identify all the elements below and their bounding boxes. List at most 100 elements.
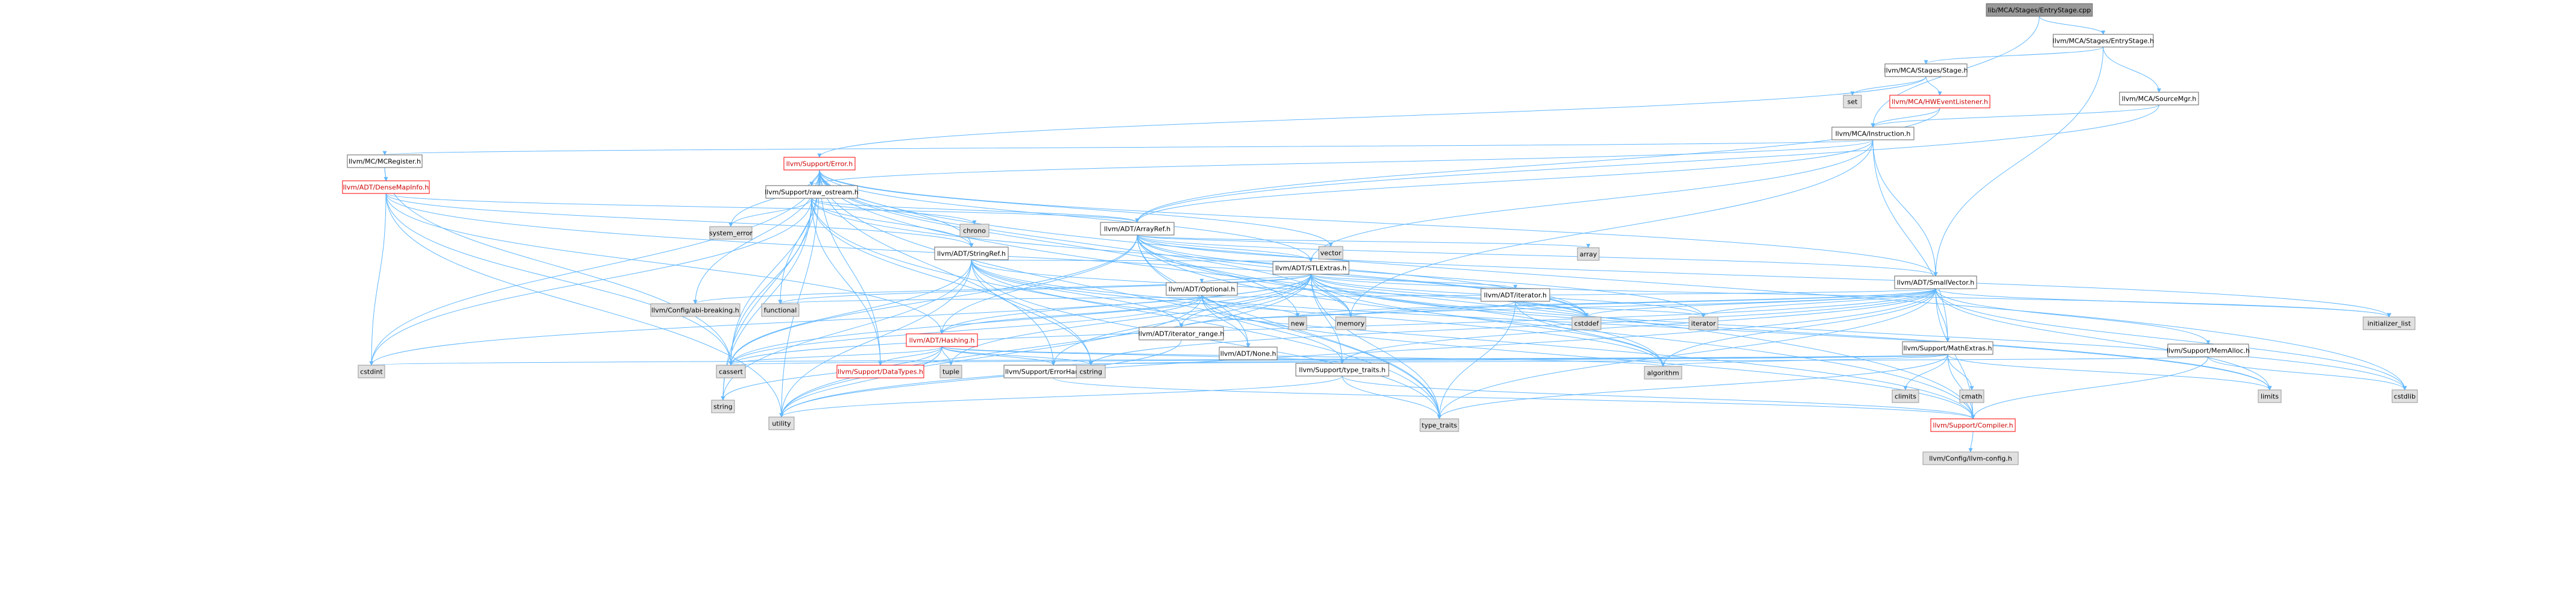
node-box	[959, 224, 990, 237]
node-error-h[interactable]: llvm/Support/Error.h	[783, 157, 856, 171]
edge-iterator_h-to-cstddef	[1515, 301, 1589, 318]
node-box	[768, 416, 795, 430]
node-label: llvm/MC/MCRegister.h	[349, 158, 421, 166]
edge-arrayref_h-to-stlextras_h	[1137, 234, 1313, 262]
edge-arrayref_h-to-vector	[1137, 234, 1333, 247]
edge-raw_ostream_h-to-type_traits	[811, 198, 1442, 419]
node-hweventlistener-h[interactable]: llvm/MCA/HWEventListener.h	[1889, 95, 1990, 108]
node-densemapinfo-h[interactable]: llvm/ADT/DenseMapInfo.h	[342, 180, 430, 194]
node-cstring: cstring	[1076, 365, 1106, 378]
node-memalloc-h[interactable]: llvm/Support/MemAlloc.h	[2167, 343, 2250, 357]
node-set: set	[1843, 95, 1862, 108]
node-label: llvm/MCA/Instruction.h	[1836, 130, 1911, 138]
edge-stlextras_h-to-type_traits_h	[1310, 274, 1345, 364]
node-label: vector	[1321, 249, 1342, 257]
node-label: new	[1291, 320, 1305, 328]
node-box	[783, 157, 856, 171]
edge-arrayref_h-to-array	[1137, 234, 1591, 248]
edge-mathextras_h-to-cmath	[1947, 354, 1974, 391]
node-label: llvm/ADT/Hashing.h	[909, 337, 975, 345]
edge-stlextras_h-to-iterator_h	[1310, 274, 1518, 289]
node-hashing-h[interactable]: llvm/ADT/Hashing.h	[906, 333, 978, 347]
node-iterator-range-h[interactable]: llvm/ADT/iterator_range.h	[1138, 327, 1224, 340]
node-compiler-h[interactable]: llvm/Support/Compiler.h	[1930, 418, 2016, 432]
edge-mathextras_h-to-type_traits	[1437, 354, 1948, 419]
node-label: set	[1848, 98, 1858, 106]
edge-smallvector_h-to-memalloc_h	[1935, 288, 2211, 345]
node-stringref-h[interactable]: llvm/ADT/StringRef.h	[934, 246, 1009, 260]
node-string: string	[711, 400, 735, 413]
edge-hashing_h-to-string	[721, 346, 942, 401]
edge-hashing_h-to-errorhandling_h	[941, 346, 1056, 366]
node-iterator-h[interactable]: llvm/ADT/iterator.h	[1480, 288, 1550, 302]
node-box	[347, 154, 423, 168]
node-label: initializer_list	[2367, 320, 2411, 328]
node-arrayref-h[interactable]: llvm/ADT/ArrayRef.h	[1100, 222, 1175, 236]
edge-arrayref_h-to-smallvector_h	[1137, 234, 1938, 277]
node-cstdlib: cstdlib	[2391, 389, 2418, 403]
node-label: llvm/ADT/StringRef.h	[937, 250, 1006, 258]
node-label: llvm/Config/llvm-config.h	[1929, 455, 2012, 463]
node-label: memory	[1337, 320, 1365, 328]
node-label: llvm/MCA/SourceMgr.h	[2122, 95, 2197, 103]
node-label: cstring	[1079, 368, 1102, 376]
node-box	[1480, 288, 1550, 302]
node-box	[1419, 418, 1459, 432]
edge-stage_h-to-hweventlistener_h	[1925, 76, 1942, 96]
edge-error_h-to-vector	[819, 169, 1333, 247]
edge-smallvector_h-to-type_traits	[1437, 288, 1936, 419]
node-stlextras-h[interactable]: llvm/ADT/STLExtras.h	[1272, 261, 1350, 275]
node-instruction-h[interactable]: llvm/MCA/Instruction.h	[1831, 127, 1915, 140]
node-raw-ostream-h[interactable]: llvm/Support/raw_ostream.h	[765, 185, 859, 199]
edge-stringref_h-to-iterator_range_h	[971, 259, 1184, 328]
node-box	[342, 180, 430, 194]
node-label: llvm/Support/Compiler.h	[1933, 422, 2013, 430]
edge-stlextras_h-to-optional_h	[1199, 274, 1312, 283]
node-cstdint: cstdint	[358, 365, 385, 378]
edge-type_traits_h-to-compiler_h	[1342, 375, 1975, 419]
node-label: llvm/Support/type_traits.h	[1299, 366, 1385, 374]
node-entrystage-h[interactable]: llvm/MCA/Stages/EntryStage.h	[2053, 34, 2154, 48]
edge-errorhandling_h-to-compiler_h	[1053, 377, 1975, 419]
edge-raw_ostream_h-to-cassert	[728, 198, 812, 366]
node-box	[1894, 275, 1977, 289]
edge-hashing_h-to-cassert	[728, 346, 942, 366]
node-label: limits	[2261, 393, 2279, 401]
edge-smallvector_h-to-memory	[1348, 288, 1936, 318]
edge-smallvector_h-to-cassert	[728, 288, 1936, 366]
node-label: algorithm	[1647, 369, 1679, 377]
node-box	[2053, 34, 2154, 48]
node-box	[1892, 389, 1919, 403]
node-label: llvm/Support/raw_ostream.h	[765, 189, 859, 196]
node-box	[939, 365, 962, 378]
edge-instruction_h-to-stlextras_h	[1309, 139, 1874, 262]
edge-optional_h-to-hashing_h	[939, 295, 1202, 334]
node-mathextras-h[interactable]: llvm/Support/MathExtras.h	[1902, 341, 1994, 355]
node-optional-h[interactable]: llvm/ADT/Optional.h	[1166, 282, 1238, 296]
node-box	[1644, 366, 1682, 380]
node-stage-h[interactable]: llvm/MCA/Stages/Stage.h	[1884, 63, 1968, 77]
node-label: cassert	[719, 368, 743, 376]
node-box	[1843, 95, 1862, 108]
node-box	[934, 246, 1009, 260]
edge-raw_ostream_h-to-cstddef	[811, 198, 1589, 318]
node-type-traits-h[interactable]: llvm/Support/type_traits.h	[1295, 363, 1389, 377]
edge-stlextras_h-to-hashing_h	[939, 274, 1312, 334]
node-mcregister-h[interactable]: llvm/MC/MCRegister.h	[347, 154, 423, 168]
node-none-h[interactable]: llvm/ADT/None.h	[1219, 347, 1278, 360]
node-datatypes-h[interactable]: llvm/Support/DataTypes.h	[836, 365, 924, 378]
node-box	[761, 303, 800, 317]
edge-arrayref_h-to-cstddef	[1137, 234, 1589, 318]
edge-instruction_h-to-smallvector_h	[1872, 139, 1938, 277]
edge-error_h-to-smallvector_h	[819, 169, 1938, 277]
node-smallvector-h[interactable]: llvm/ADT/SmallVector.h	[1894, 275, 1977, 289]
node-vector: vector	[1318, 246, 1343, 260]
node-label: llvm/Config/abi-breaking.h	[651, 307, 739, 315]
node-sourcemgr-h[interactable]: llvm/MCA/SourceMgr.h	[2119, 92, 2199, 105]
node-label: lib/MCA/Stages/EntryStage.cpp	[1988, 7, 2091, 14]
edge-densemapinfo_h-to-utility	[385, 193, 784, 418]
edge-type_traits_h-to-utility	[779, 375, 1343, 418]
edge-smallvector_h-to-type_traits_h	[1340, 288, 1936, 364]
node-label: climits	[1895, 393, 1916, 401]
